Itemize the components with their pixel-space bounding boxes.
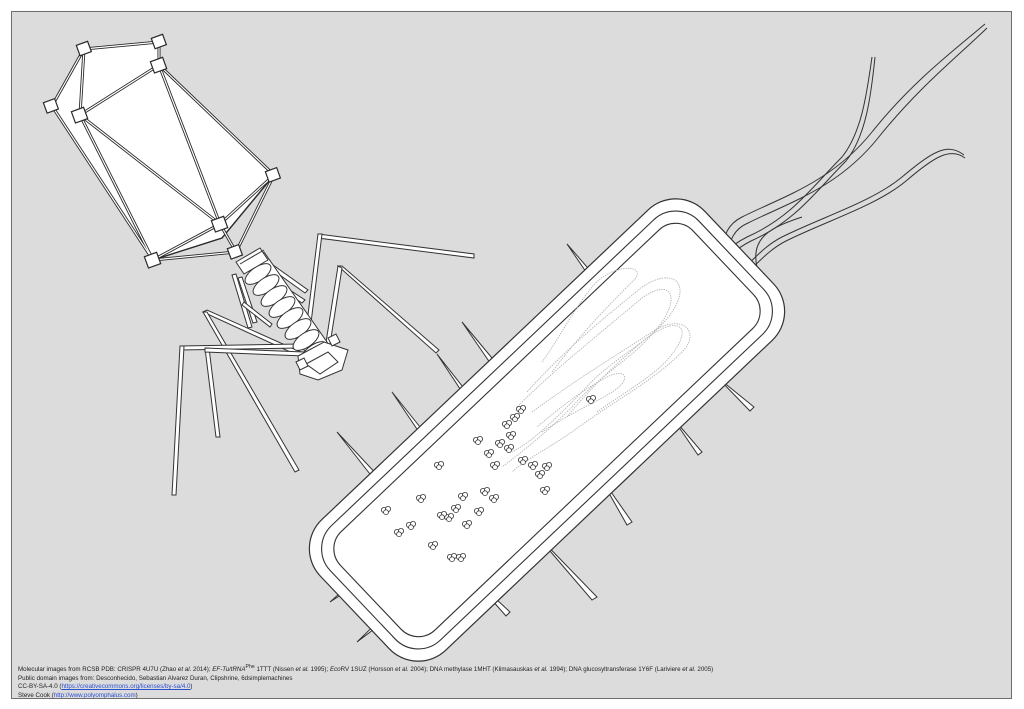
credits-text: RV 1SUZ (Horsson bbox=[340, 666, 396, 674]
phage-tail-fibers bbox=[171, 233, 475, 496]
credits-line-molecular-images: Molecular images from RCSB PDB: CRISPR 4… bbox=[18, 663, 713, 675]
bacterium bbox=[308, 23, 988, 662]
credits-superscript: Phe bbox=[245, 664, 255, 670]
credits-text: ) bbox=[190, 683, 193, 691]
credits-line-author: Steve Cook (http://www.polyomphalus.com) bbox=[18, 691, 713, 699]
bacterial-dna bbox=[501, 267, 691, 473]
credits-text: 1995); bbox=[308, 666, 330, 674]
credits-line-public-domain: Public domain images from: Desconhecido,… bbox=[18, 674, 293, 682]
image-credits: Molecular images from RCSB PDB: CRISPR 4… bbox=[18, 663, 713, 699]
credits-italic: et al. bbox=[395, 666, 409, 674]
credits-line-license: CC-BY-SA-4.0 (https://creativecommons.or… bbox=[18, 683, 713, 692]
license-link[interactable]: https://creativecommons.org/licenses/by-… bbox=[61, 683, 191, 691]
bacteriophage bbox=[42, 33, 475, 496]
phage-bacterium-illustration bbox=[42, 23, 988, 662]
credits-text: Molecular images from RCSB PDB: CRISPR 4… bbox=[18, 666, 178, 674]
credits-italic: et al. bbox=[295, 666, 309, 674]
author-website-link[interactable]: http://www.polyomphalus.com bbox=[53, 691, 136, 699]
inner-membrane bbox=[333, 222, 761, 638]
credits-italic: et al. bbox=[682, 666, 696, 674]
credits-text: 2004); DNA methylase 1MHT (Klimasauskas bbox=[408, 666, 535, 674]
credits-text: 2014); bbox=[191, 666, 213, 674]
credits-text: ) bbox=[135, 691, 138, 699]
credits-italic: EF-Tu/tRNA bbox=[212, 666, 246, 674]
credits-text: 1TTT (Nissen bbox=[254, 666, 296, 674]
credits-text: Steve Cook ( bbox=[18, 691, 54, 699]
phage-baseplate bbox=[295, 333, 349, 381]
credits-text: 2005) bbox=[695, 666, 714, 674]
phage-capsid bbox=[42, 33, 282, 269]
credits-text: 1994); DNA glucosyltransferase 1Y6F (Lar… bbox=[547, 666, 683, 674]
credits-italic: Eco bbox=[329, 666, 341, 674]
credits-italic: et al. bbox=[534, 666, 548, 674]
credits-text: CC-BY-SA-4.0 ( bbox=[18, 683, 62, 691]
phage-collar bbox=[235, 247, 269, 275]
figure-frame: Molecular images from RCSB PDB: CRISPR 4… bbox=[11, 11, 1012, 699]
credits-italic: et al. bbox=[177, 666, 192, 674]
